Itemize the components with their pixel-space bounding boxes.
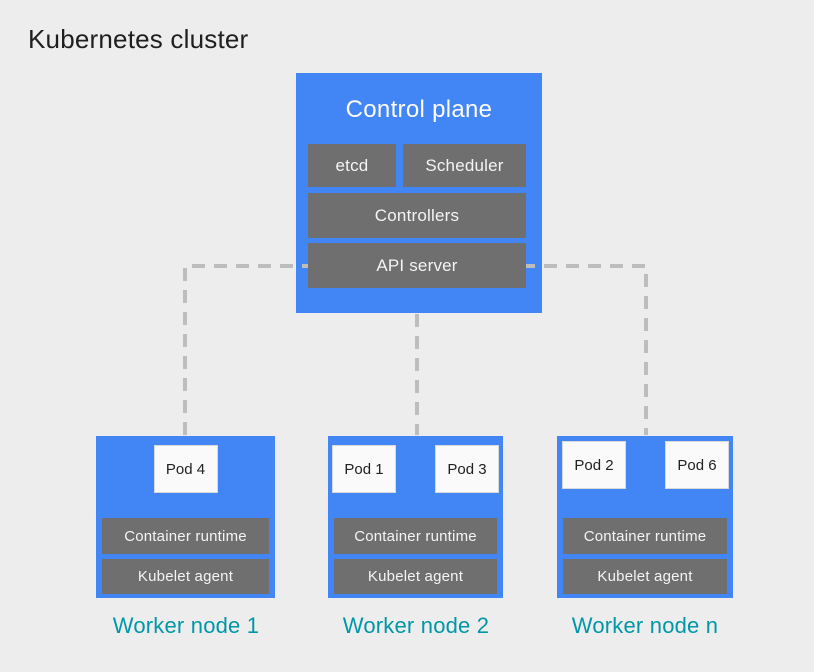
control-plane-title: Control plane (345, 96, 493, 123)
pod-6-box: Pod 6 (665, 441, 729, 489)
pod-4-box: Pod 4 (153, 445, 218, 493)
worker-1-kubelet-agent-box: Kubelet agent (102, 559, 269, 594)
component-api-server: API server (308, 243, 526, 288)
worker-1-container-runtime-box: Container runtime (102, 518, 269, 554)
worker-node-1-box: Pod 4 Container runtime Kubelet agent (96, 436, 275, 598)
worker-n-kubelet-agent-box: Kubelet agent (563, 559, 727, 594)
component-etcd: etcd (308, 144, 396, 187)
worker-node-2-label: Worker node 2 (342, 613, 490, 638)
worker-2-container-runtime-box: Container runtime (334, 518, 497, 554)
component-controllers: Controllers (308, 193, 526, 238)
pod-1-box: Pod 1 (332, 445, 396, 493)
component-scheduler: Scheduler (403, 144, 526, 187)
diagram-title: Kubernetes cluster (28, 24, 249, 54)
worker-node-1-label: Worker node 1 (112, 613, 260, 638)
worker-n-container-runtime-box: Container runtime (563, 518, 727, 554)
control-plane-box: Control plane etcd Scheduler Controllers… (296, 73, 542, 313)
worker-node-2-box: Pod 1 Pod 3 Container runtime Kubelet ag… (328, 436, 503, 598)
pod-2-box: Pod 2 (562, 441, 626, 489)
pod-3-box: Pod 3 (435, 445, 499, 493)
worker-node-n-label: Worker node n (571, 613, 719, 638)
worker-node-n-box: Pod 2 Pod 6 Container runtime Kubelet ag… (557, 436, 733, 598)
worker-2-kubelet-agent-box: Kubelet agent (334, 559, 497, 594)
